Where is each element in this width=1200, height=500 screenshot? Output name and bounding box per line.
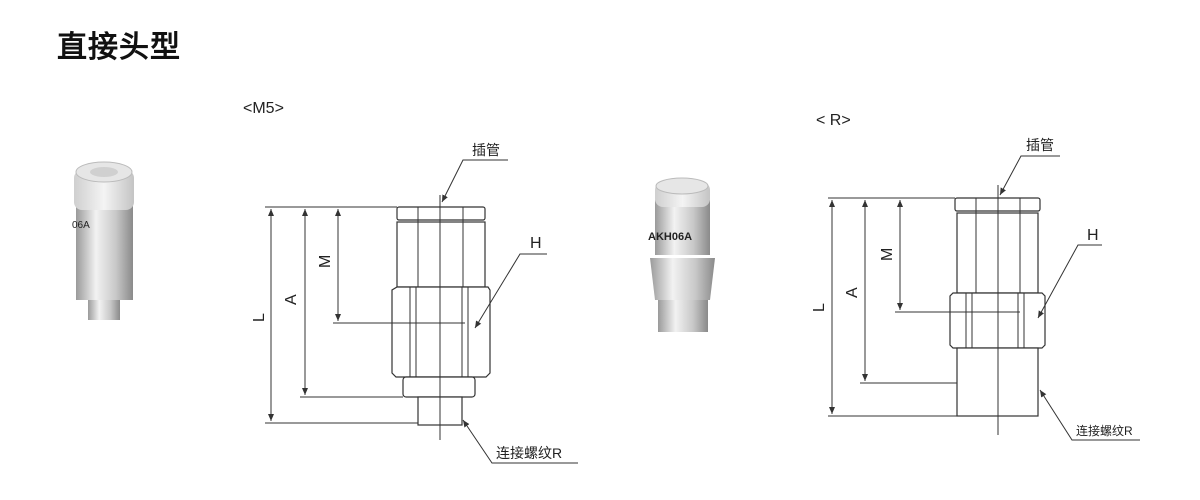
callout-thread: 连接螺纹R (496, 445, 562, 461)
dimension-m: M (879, 248, 896, 261)
dimension-l: L (251, 313, 268, 322)
variant-label: <M5> (243, 100, 284, 117)
drawing-r: < R> L A M 插管 H 连接螺纹R (811, 112, 1140, 441)
dimension-m: M (317, 255, 334, 268)
page-title: 直接头型 (57, 30, 181, 65)
photo-marking: 06A (72, 220, 90, 231)
dimension-a: A (844, 287, 861, 298)
callout-tube: 插管 (472, 142, 500, 158)
callout-tube: 插管 (1026, 137, 1054, 153)
drawing-m5: <M5> L A M 插管 H 连接螺纹R (243, 100, 578, 464)
callout-hex: H (1087, 227, 1099, 244)
dimension-a: A (283, 294, 300, 305)
dimension-l: L (811, 303, 828, 312)
product-photo-r: AKH06A (648, 177, 715, 332)
callout-thread: 连接螺纹R (1076, 423, 1133, 438)
callout-hex: H (530, 235, 542, 252)
variant-label: < R> (816, 112, 851, 129)
photo-marking: AKH06A (648, 231, 692, 243)
product-photo-m5: 06A (72, 161, 134, 320)
